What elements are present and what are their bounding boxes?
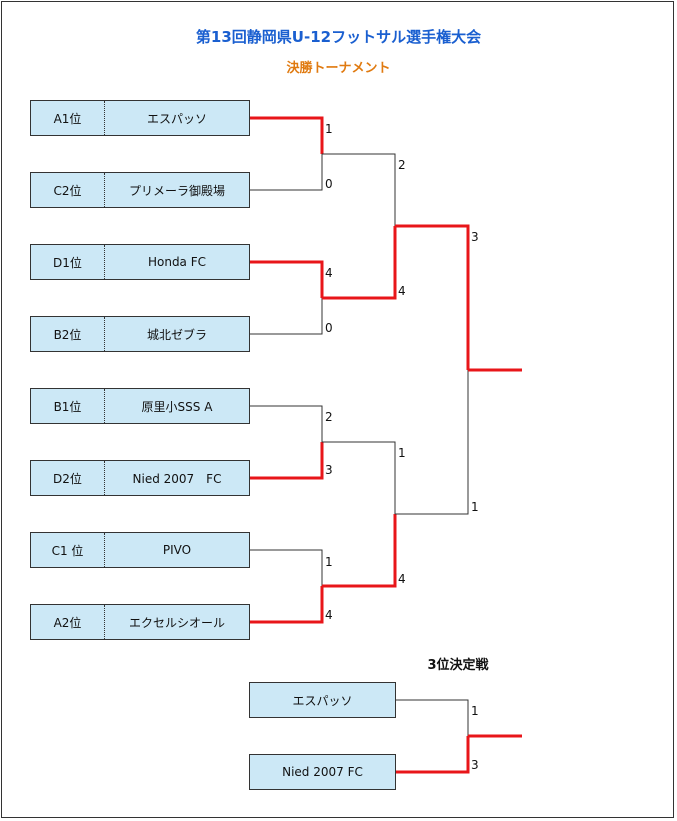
line-r1m1-top <box>249 116 324 154</box>
line-sf2-bottom <box>322 514 397 588</box>
score-r1m1-top: 1 <box>325 122 333 136</box>
team-rank: D2位 <box>31 461 105 495</box>
score-r1m2-top: 4 <box>325 266 333 280</box>
team-box-d2: D2位 Nied 2007 FC <box>30 460 250 496</box>
score-third-top: 1 <box>471 704 479 718</box>
line-final-top <box>395 224 470 370</box>
line-r1m2-top <box>249 260 324 298</box>
score-r1m4-bottom: 4 <box>325 608 333 622</box>
team-name: 原里小SSS A <box>141 399 213 414</box>
team-rank: C1 位 <box>31 533 105 567</box>
line-r1m4-top <box>249 549 323 586</box>
score-r1m4-top: 1 <box>325 555 333 569</box>
team-name: エクセルシオール <box>128 615 225 630</box>
score-sf2-bottom: 4 <box>398 572 406 586</box>
team-box-c1: C1 位 PIVO <box>30 532 250 568</box>
team-box-c2: C2位 プリメーラ御殿場 <box>30 172 250 208</box>
tournament-title: 第13回静岡県U-12フットサル選手権大会 <box>195 28 482 46</box>
team-rank: B2位 <box>31 317 105 351</box>
team-box-d1: D1位 Honda FC <box>30 244 250 280</box>
team-rank: A2位 <box>31 605 105 639</box>
line-r1m1-bottom <box>249 154 323 191</box>
score-sf1-top: 2 <box>398 158 406 172</box>
team-box-a1: A1位 エスパッソ <box>30 100 250 136</box>
team-name: Honda FC <box>147 255 207 269</box>
score-final-top: 3 <box>471 230 479 244</box>
line-r1m4-bottom <box>249 586 324 624</box>
team-rank: B1位 <box>31 389 105 423</box>
team-name: エスパッソ <box>292 693 353 708</box>
line-third-top <box>395 699 469 736</box>
team-box-b2: B2位 城北ゼブラ <box>30 316 250 352</box>
team-box-b1: B1位 原里小SSS A <box>30 388 250 424</box>
score-final-bottom: 1 <box>471 500 479 514</box>
score-third-bottom: 3 <box>471 758 479 772</box>
team-name: プリメーラ御殿場 <box>128 183 225 198</box>
team-name: Nied 2007 FC <box>132 471 222 486</box>
line-r1m3-top <box>249 405 323 442</box>
bracket-subtitle: 決勝トーナメント <box>286 61 391 76</box>
team-box-a2: A2位 エクセルシオール <box>30 604 250 640</box>
score-sf1-bottom: 4 <box>398 284 406 298</box>
team-name: 城北ゼブラ <box>146 327 207 342</box>
team-rank: D1位 <box>31 245 105 279</box>
third-place-title: 3位決定戦 <box>427 658 489 673</box>
third-team-box-1: エスパッソ <box>249 682 396 718</box>
score-r1m3-bottom: 3 <box>325 463 333 477</box>
line-r1m3-bottom <box>249 442 324 480</box>
score-r1m2-bottom: 0 <box>325 321 333 335</box>
team-name: エスパッソ <box>146 111 207 126</box>
score-r1m1-bottom: 0 <box>325 177 333 191</box>
score-r1m3-top: 2 <box>325 410 333 424</box>
third-team-box-2: Nied 2007 FC <box>249 754 396 790</box>
score-sf2-top: 1 <box>398 446 406 460</box>
line-final-bottom <box>395 370 469 515</box>
team-name: PIVO <box>162 543 192 557</box>
team-rank: A1位 <box>31 101 105 135</box>
team-name: Nied 2007 FC <box>282 765 363 779</box>
line-sf1-bottom <box>322 226 397 300</box>
line-r1m2-bottom <box>249 298 323 335</box>
line-sf1-top <box>322 153 396 226</box>
team-rank: C2位 <box>31 173 105 207</box>
line-sf2-top <box>322 441 396 514</box>
line-third-bottom <box>395 736 470 774</box>
